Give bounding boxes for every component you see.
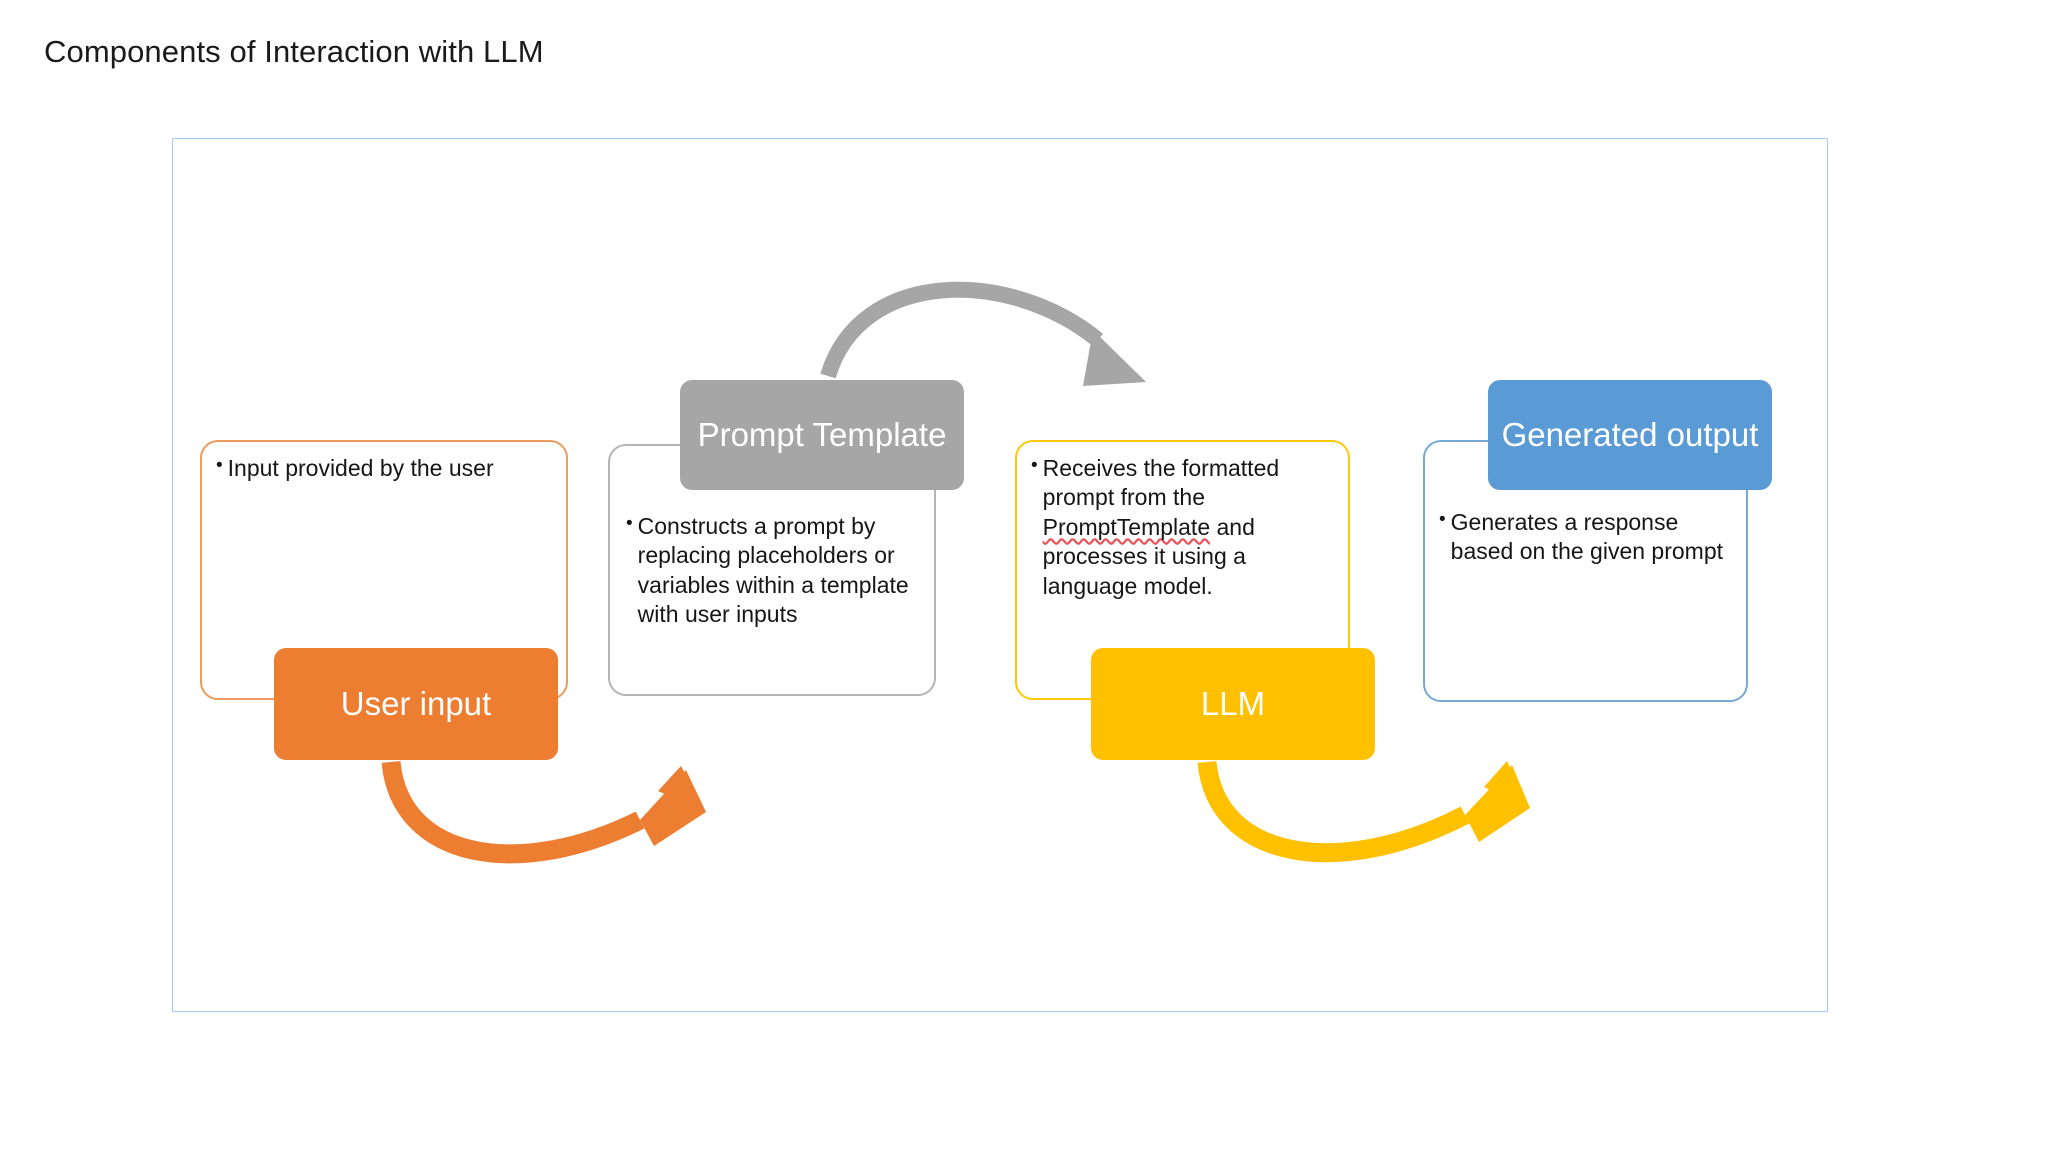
bullet-point-icon: • — [1439, 509, 1446, 530]
card-llm-text: Receives the formatted prompt from the P… — [1043, 454, 1334, 601]
card-llm-text-part1: Receives the formatted prompt from the — [1042, 455, 1280, 511]
bullet-point-icon: • — [626, 513, 633, 534]
card-user-input-text: Input provided by the user — [227, 455, 494, 481]
bullet-row: • Receives the formatted prompt from the… — [1017, 442, 1348, 601]
bullet-row: • Generates a response based on the give… — [1425, 442, 1746, 567]
card-prompt-template-text: Constructs a prompt by replacing placeho… — [637, 513, 909, 628]
label-box-generated-output[interactable]: Generated output — [1488, 380, 1772, 490]
card-llm-text-misspelled-word: PromptTemplate — [1042, 513, 1211, 540]
label-box-user-input[interactable]: User input — [274, 648, 558, 760]
bullet-row: • Constructs a prompt by replacing place… — [610, 446, 934, 630]
label-box-prompt-template[interactable]: Prompt Template — [680, 380, 964, 490]
card-generated-output-text: Generates a response based on the given … — [1450, 509, 1724, 565]
label-box-llm[interactable]: LLM — [1091, 648, 1375, 760]
card-llm-text-part2: and processes it using a language model. — [1042, 513, 1255, 599]
page-title: Components of Interaction with LLM — [44, 34, 544, 69]
bullet-point-icon: • — [1031, 455, 1038, 476]
bullet-row: • Input provided by the user — [202, 442, 566, 483]
bullet-point-icon: • — [216, 455, 223, 476]
